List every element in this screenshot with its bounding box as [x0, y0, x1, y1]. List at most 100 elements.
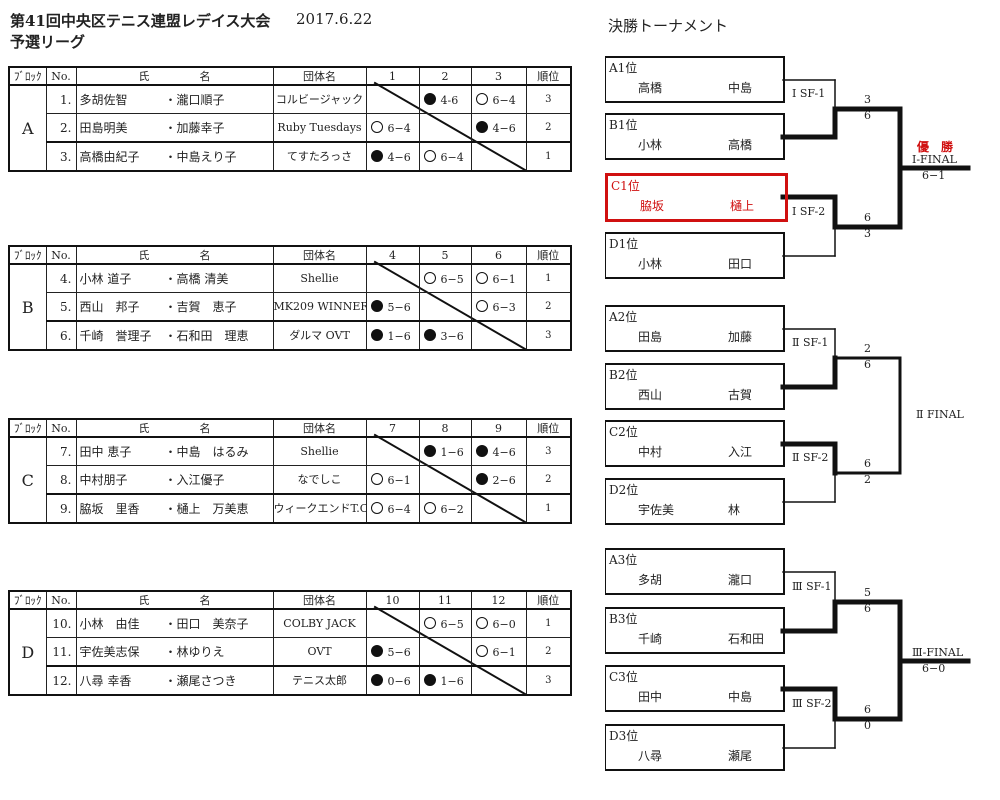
seed-label: B3位: [609, 612, 638, 626]
player-no: 6.: [45, 320, 77, 351]
score-cell: 4-6: [418, 84, 472, 114]
loss-filled-circle-icon: [475, 444, 488, 457]
seed-label: A1位: [609, 61, 638, 75]
semifinal-2-score: 3: [864, 227, 871, 240]
score-cell: 6−5: [418, 263, 472, 293]
header-team: 団体名: [272, 66, 367, 86]
team-name: MK209 WINNERS: [272, 292, 367, 322]
player-names: 脇坂 里香・樋上 万美恵: [75, 493, 274, 524]
header-surname: 氏: [138, 70, 150, 83]
rank: 1: [525, 493, 572, 524]
score-text: 6−1: [492, 645, 516, 659]
player1-name: 多胡: [638, 573, 663, 587]
win-open-circle-icon: [423, 149, 436, 162]
score-cell: 6−2: [418, 493, 472, 524]
score-cell: 5−6: [365, 292, 420, 322]
loss-filled-circle-icon: [423, 444, 436, 457]
player-names: 田島明美・加藤幸子: [75, 113, 274, 143]
header-name: 氏名: [75, 245, 274, 265]
player2-name: 古賀: [728, 388, 753, 402]
block-label: C: [8, 436, 47, 524]
win-open-circle-icon: [370, 501, 383, 514]
header-block: ﾌﾞﾛｯｸ: [8, 66, 47, 86]
semifinal-2-label: Ⅰ SF-2: [792, 205, 826, 218]
player2-name: ・中島えり子: [164, 150, 237, 164]
final-score: 6−0: [922, 662, 946, 675]
score-cell: 4−6: [365, 141, 420, 172]
header-opponent: 10: [365, 590, 420, 610]
score-text: 1−6: [440, 674, 464, 688]
player1-name: 田島: [638, 330, 663, 344]
seed-label: C2位: [609, 425, 638, 439]
final-score: 6−1: [922, 169, 946, 182]
player2-name: ・入江優子: [164, 473, 225, 487]
player1-name: 小林 由佳: [79, 617, 140, 631]
score-text: 6−5: [440, 272, 464, 286]
score-text: 1−6: [387, 329, 411, 343]
header-surname: 氏: [138, 422, 150, 435]
header-no: No.: [45, 245, 77, 265]
win-open-circle-icon: [370, 472, 383, 485]
score-cell: 6−0: [470, 608, 527, 638]
player2-name: ・中島 はるみ: [164, 445, 249, 459]
entry-box: D3位八尋瀬尾: [605, 724, 785, 771]
final-label: Ⅰ-FINAL: [912, 153, 957, 166]
win-open-circle-icon: [475, 616, 488, 629]
header-opponent: 12: [470, 590, 527, 610]
header-name: 氏名: [75, 66, 274, 86]
player2-name: ・瀧口順子: [164, 93, 225, 107]
entry-box: B3位千崎石和田: [605, 607, 785, 654]
player-no: 3.: [45, 141, 77, 172]
header-opponent: 1: [365, 66, 420, 86]
entry-box: C2位中村入江: [605, 420, 785, 467]
player2-name: 高橋: [728, 138, 753, 152]
team-name: Shellie: [272, 263, 367, 293]
semifinal-2-score: 2: [864, 473, 871, 486]
team-name: Shellie: [272, 436, 367, 466]
player1-name: 西山 邦子: [79, 300, 140, 314]
player2-name: 中島: [728, 690, 753, 704]
entry-box: B2位西山古賀: [605, 363, 785, 410]
header-rank: 順位: [525, 66, 572, 86]
score-cell: [470, 320, 527, 351]
loss-filled-circle-icon: [370, 299, 383, 312]
block-label: D: [8, 608, 47, 696]
win-open-circle-icon: [423, 501, 436, 514]
player2-name: 中島: [728, 81, 753, 95]
loss-filled-circle-icon: [475, 472, 488, 485]
header-given: 名: [199, 70, 211, 83]
tournament-title: 決勝トーナメント: [608, 17, 729, 35]
semifinal-2-score: 0: [864, 719, 871, 732]
player-names: 千崎 誉理子・石和田 理恵: [75, 320, 274, 351]
player-names: 西山 邦子・吉賀 恵子: [75, 292, 274, 322]
win-open-circle-icon: [423, 271, 436, 284]
page-title: 第41回中央区テニス連盟レデイス大会: [10, 12, 271, 30]
header-given: 名: [199, 594, 211, 607]
header-block: ﾌﾞﾛｯｸ: [8, 590, 47, 610]
loss-filled-circle-icon: [370, 673, 383, 686]
header-opponent: 7: [365, 418, 420, 438]
player-no: 7.: [45, 436, 77, 466]
date: 2017.6.22: [296, 10, 373, 28]
score-cell: 6−1: [365, 465, 420, 495]
player-no: 10.: [45, 608, 77, 638]
score-cell: 4−6: [470, 436, 527, 466]
player-names: 宇佐美志保・林ゆりえ: [75, 637, 274, 667]
header-no: No.: [45, 590, 77, 610]
score-cell: 3−6: [418, 320, 472, 351]
rank: 1: [525, 263, 572, 293]
score-text: 4−6: [387, 150, 411, 164]
rank: 1: [525, 141, 572, 172]
team-name: なでしこ: [272, 465, 367, 495]
player-names: 小林 由佳・田口 美奈子: [75, 608, 274, 638]
semifinal-1-score: 6: [864, 358, 871, 371]
score-text: 5−6: [387, 645, 411, 659]
